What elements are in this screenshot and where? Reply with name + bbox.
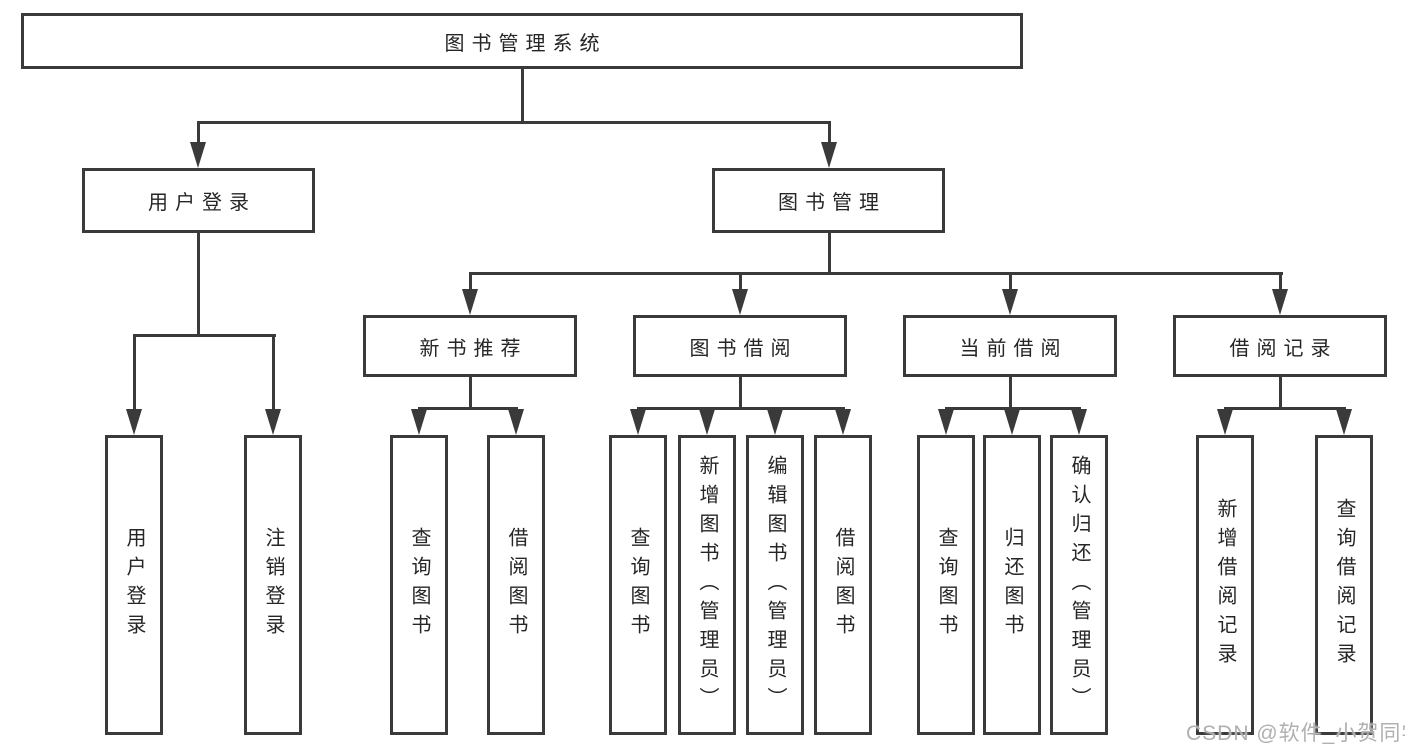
connector-line xyxy=(828,233,831,274)
node-borrowing-records: 借阅记录 xyxy=(1173,315,1387,377)
leaf-bb-borrow-books: 借阅图书 xyxy=(814,435,872,735)
arrow-down-icon xyxy=(1336,409,1352,435)
arrow-down-icon xyxy=(411,409,427,435)
leaf-cb-confirm-return-admin: 确认归还（管理员） xyxy=(1050,435,1108,735)
connector-line xyxy=(197,121,200,144)
leaf-cb-query-books: 查询图书 xyxy=(917,435,975,735)
connector-line xyxy=(637,407,845,410)
watermark: CSDN @软件_小贺同学 xyxy=(1186,722,1405,745)
arrow-down-icon xyxy=(1071,409,1087,435)
node-user-login: 用户登录 xyxy=(82,168,315,233)
arrow-down-icon xyxy=(630,409,646,435)
arrow-down-icon xyxy=(732,289,748,315)
leaf-nbr-query-books: 查询图书 xyxy=(390,435,448,735)
connector-line xyxy=(133,334,136,411)
leaf-cb-return-books: 归还图书 xyxy=(983,435,1041,735)
connector-line xyxy=(197,121,831,124)
connector-line xyxy=(133,334,276,337)
arrow-down-icon xyxy=(126,409,142,435)
node-new-book-recommendation: 新书推荐 xyxy=(363,315,577,377)
connector-line xyxy=(469,272,1283,275)
connector-line xyxy=(828,121,831,144)
arrow-down-icon xyxy=(821,142,837,168)
connector-line xyxy=(1224,407,1346,410)
connector-line xyxy=(272,334,275,411)
arrow-down-icon xyxy=(938,409,954,435)
leaf-br-add-borrow-record: 新增借阅记录 xyxy=(1196,435,1254,735)
connector-line xyxy=(739,272,742,291)
arrow-down-icon xyxy=(265,409,281,435)
connector-line xyxy=(1009,377,1012,409)
leaf-bb-add-book-admin: 新增图书（管理员） xyxy=(678,435,736,735)
leaf-logout: 注销登录 xyxy=(244,435,302,735)
arrow-down-icon xyxy=(508,409,524,435)
connector-line xyxy=(469,377,472,409)
leaf-bb-query-books: 查询图书 xyxy=(609,435,667,735)
arrow-down-icon xyxy=(1002,289,1018,315)
leaf-nbr-borrow-books: 借阅图书 xyxy=(487,435,545,735)
node-book-borrowing: 图书借阅 xyxy=(633,315,847,377)
arrow-down-icon xyxy=(462,289,478,315)
connector-line xyxy=(1279,377,1282,409)
arrow-down-icon xyxy=(1217,409,1233,435)
node-library-system: 图书管理系统 xyxy=(21,13,1023,69)
leaf-bb-edit-book-admin: 编辑图书（管理员） xyxy=(746,435,804,735)
arrow-down-icon xyxy=(1004,409,1020,435)
leaf-br-query-borrow-record: 查询借阅记录 xyxy=(1315,435,1373,735)
leaf-user-login: 用户登录 xyxy=(105,435,163,735)
arrow-down-icon xyxy=(835,409,851,435)
arrow-down-icon xyxy=(767,409,783,435)
node-book-management: 图书管理 xyxy=(712,168,945,233)
connector-line xyxy=(197,233,200,336)
node-current-borrowing: 当前借阅 xyxy=(903,315,1117,377)
connector-line xyxy=(739,377,742,409)
arrow-down-icon xyxy=(1272,289,1288,315)
connector-line xyxy=(1009,272,1012,291)
arrow-down-icon xyxy=(699,409,715,435)
connector-line xyxy=(521,69,524,123)
connector-line xyxy=(469,272,472,291)
arrow-down-icon xyxy=(190,142,206,168)
connector-line xyxy=(1279,272,1282,291)
connector-line xyxy=(418,407,518,410)
